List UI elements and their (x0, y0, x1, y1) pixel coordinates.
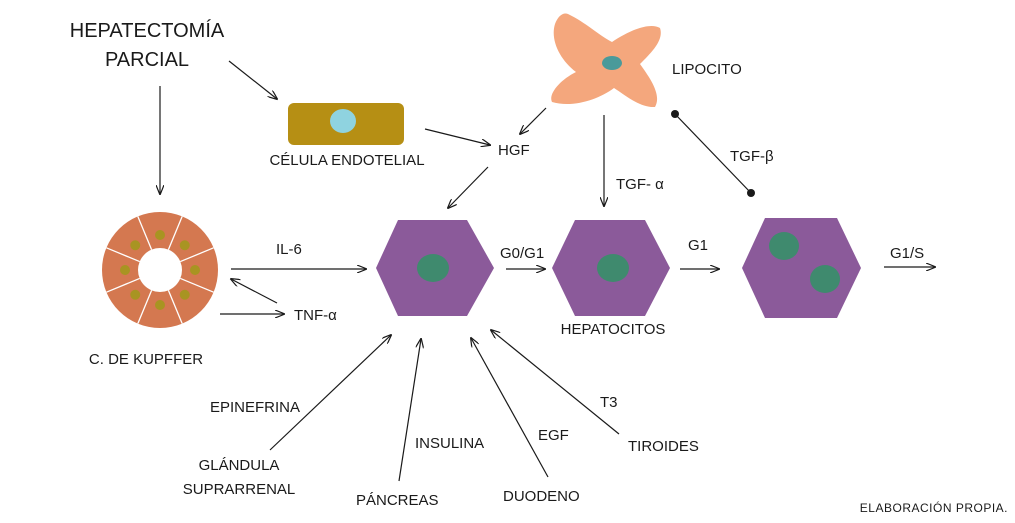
glandula-label-line1: GLÁNDULA (199, 457, 280, 474)
kupffer-granule (179, 289, 190, 300)
lipocyte-cell (551, 13, 661, 108)
hepatocyte-2 (552, 220, 670, 316)
lipocyte-nucleus (602, 56, 622, 70)
kupffer-granule (130, 289, 141, 300)
il6-label: IL-6 (276, 241, 302, 258)
inhibition-tgf-beta-start (671, 110, 679, 118)
kupffer-granule (130, 240, 141, 251)
kupffer-granule (190, 265, 200, 275)
tiroides-label: TIROIDES (628, 438, 699, 455)
arrow-hgf-to-hepatocyte (448, 166, 489, 208)
kupffer-divider (106, 277, 140, 293)
glandula-label-line2: SUPRARRENAL (183, 481, 296, 498)
celula-endotelial-label: CÉLULA ENDOTELIAL (269, 152, 424, 169)
arrow-lipocito-to-hgf (520, 107, 547, 134)
kupffer-divider (167, 290, 183, 324)
kupffer-divider (106, 247, 140, 263)
hepatocyte-1-nucleus (417, 254, 449, 282)
egf-label: EGF (538, 427, 569, 444)
inhibition-tgf-beta (674, 113, 752, 194)
hepatocyte-2-nucleus (597, 254, 629, 282)
kupffer-center (138, 248, 182, 292)
kupffer-divider (167, 216, 183, 250)
arrow-tiroides-to-hepatocyte (491, 330, 620, 435)
lipocito-label: LIPOCITO (672, 61, 742, 78)
kupffer-granule (155, 230, 165, 240)
kupffer-divider (180, 247, 214, 263)
hepatocyte-3-body (742, 218, 861, 318)
kupffer-divider (137, 290, 153, 324)
hgf-label: HGF (498, 142, 530, 159)
source-label: ELABORACIÓN PROPIA. (860, 500, 1008, 515)
arrows (160, 60, 935, 482)
hepatocyte-3-nucleus-a (769, 232, 799, 260)
tgf-alpha-label: TGF- α (616, 176, 664, 193)
arrow-hepatectomia-to-endotelial (228, 60, 277, 99)
kupffer-granule (120, 265, 130, 275)
tnf-alpha-label: TNF-α (294, 307, 337, 324)
g1s-label: G1/S (890, 245, 924, 262)
hepatectomia-label-line1: HEPATECTOMÍA (70, 19, 225, 42)
kupffer-divider (180, 277, 214, 293)
endothelial-cell (288, 103, 404, 145)
hepatocyte-1 (376, 220, 494, 316)
tgf-beta-label: TGF-β (730, 148, 774, 165)
arrow-tnf-to-kupffer (231, 279, 278, 304)
pancreas-label: PÁNCREAS (356, 492, 439, 509)
kupffer-cell (102, 212, 218, 328)
kupffer-granule (179, 240, 190, 251)
insulina-label: INSULINA (415, 435, 484, 452)
inhibition-tgf-beta-end (747, 189, 755, 197)
hepatocitos-label: HEPATOCITOS (561, 321, 666, 338)
arrow-duodeno-to-hepatocyte (471, 338, 549, 478)
t3-label: T3 (600, 394, 618, 411)
g0g1-label: G0/G1 (500, 245, 544, 262)
kupffer-dividers (106, 216, 214, 324)
kupffer-divider (137, 216, 153, 250)
arrow-pancreas-to-hepatocyte (398, 339, 421, 482)
duodeno-label: DUODENO (503, 488, 580, 505)
kupffer-granules (120, 230, 200, 310)
arrow-glandula-to-hepatocyte (269, 335, 391, 451)
endothelial-nucleus (330, 109, 356, 133)
hepatectomia-label-line2: PARCIAL (105, 49, 189, 71)
kupffer-granule (155, 300, 165, 310)
kupffer-label: C. DE KUPFFER (89, 351, 203, 368)
epinefrina-label: EPINEFRINA (210, 399, 300, 416)
arrow-endotelial-to-hgf (424, 128, 490, 145)
hepatocyte-3 (742, 218, 861, 318)
hepatocyte-3-nucleus-b (810, 265, 840, 293)
g1-label: G1 (688, 237, 708, 254)
